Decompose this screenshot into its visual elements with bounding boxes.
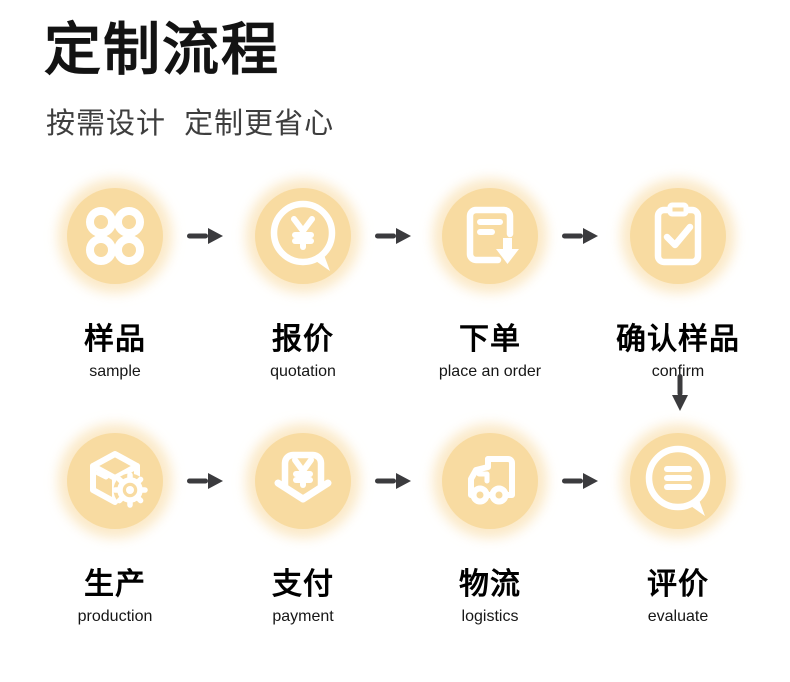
comment-bubble-icon	[645, 445, 711, 516]
step-label-en: quotation	[270, 363, 336, 380]
clipboard-check-icon	[654, 202, 702, 266]
step-sample: 样品 sample	[35, 188, 195, 381]
step-label-en: evaluate	[647, 608, 709, 625]
price-bubble-icon	[270, 200, 336, 271]
step-label-zh: 生产	[84, 568, 146, 601]
step-circle	[67, 188, 163, 284]
down-arrow-icon	[672, 374, 688, 411]
step-logistics: 物流 logistics	[410, 433, 570, 626]
step-circle	[67, 433, 163, 529]
page-title: 定制流程	[44, 18, 280, 82]
step-label-zh: 物流	[459, 568, 521, 601]
right-arrow-icon	[562, 228, 598, 244]
step-label-zh: 报价	[272, 323, 334, 356]
right-arrow-icon	[562, 473, 598, 489]
four-rings-icon	[86, 207, 144, 265]
step-evaluate: 评价 evaluate	[598, 433, 758, 626]
step-label-zh: 确认样品	[616, 323, 740, 356]
step-production: 生产 production	[35, 433, 195, 626]
step-label-zh: 样品	[84, 323, 146, 356]
step-payment: 支付 payment	[223, 433, 383, 626]
step-label-en: production	[77, 608, 153, 625]
step-label-zh: 支付	[272, 568, 334, 601]
step-label-zh: 下单	[459, 323, 521, 356]
right-arrow-icon	[375, 228, 411, 244]
right-arrow-icon	[187, 473, 223, 489]
step-circle	[442, 433, 538, 529]
step-circle	[255, 433, 351, 529]
step-circle	[630, 433, 726, 529]
step-label-en: sample	[89, 363, 141, 380]
order-download-icon	[466, 206, 519, 264]
step-circle	[255, 188, 351, 284]
truck-icon	[468, 456, 515, 505]
payment-yuan-icon	[274, 451, 332, 503]
step-label-en: confirm	[651, 363, 705, 380]
step-quotation: 报价 quotation	[223, 188, 383, 381]
box-gear-icon	[90, 451, 148, 508]
step-confirm: 确认样品 confirm	[598, 188, 758, 381]
step-label-en: place an order	[438, 363, 542, 380]
right-arrow-icon	[187, 228, 223, 244]
step-place-order: 下单 place an order	[410, 188, 570, 381]
step-label-zh: 评价	[647, 568, 709, 601]
page-subtitle: 按需设计 定制更省心	[46, 108, 335, 140]
step-label-en: logistics	[461, 608, 519, 625]
step-label-en: payment	[272, 608, 334, 625]
step-circle	[630, 188, 726, 284]
right-arrow-icon	[375, 473, 411, 489]
step-circle	[442, 188, 538, 284]
